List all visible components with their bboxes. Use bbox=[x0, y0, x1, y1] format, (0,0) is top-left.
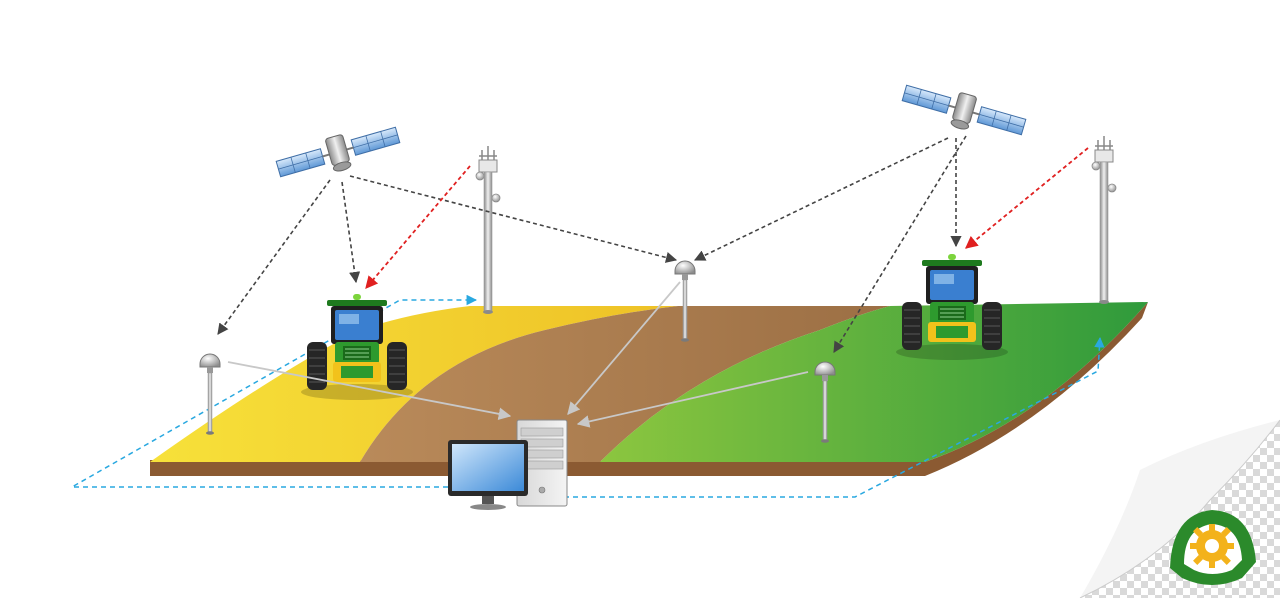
gear-logo-icon bbox=[1170, 510, 1256, 585]
field-soil bbox=[360, 306, 890, 462]
data-link bbox=[576, 371, 809, 428]
field-yellow-crop bbox=[150, 306, 678, 462]
network-link-right bbox=[555, 336, 1105, 498]
field-green-crop bbox=[600, 302, 1148, 462]
data-link bbox=[567, 281, 681, 415]
gps-signals bbox=[217, 135, 967, 353]
correction-signal bbox=[365, 165, 471, 289]
correction-signal bbox=[965, 147, 1089, 249]
monitor-icon bbox=[448, 440, 528, 510]
server-tower-icon bbox=[516, 419, 568, 507]
data-link bbox=[227, 361, 512, 421]
